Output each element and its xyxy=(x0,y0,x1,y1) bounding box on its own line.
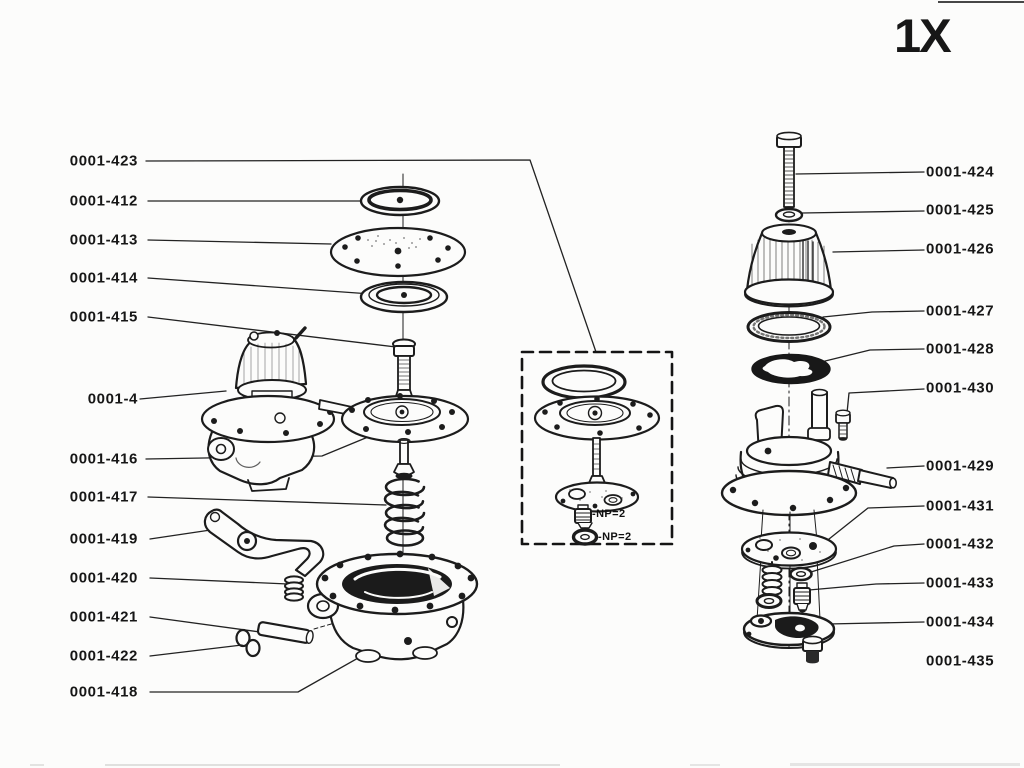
part-drawing-0001-429 xyxy=(720,388,897,517)
part-label-0001-413: 0001-413 xyxy=(69,231,138,249)
scan-smudge xyxy=(790,763,1020,766)
part-label-0001-428: 0001-428 xyxy=(926,340,995,358)
part-drawing-0001-432 xyxy=(789,566,813,582)
part-drawing-0001-424 xyxy=(776,131,802,210)
part-label-0001-429: 0001-429 xyxy=(926,457,995,475)
part-drawing-0001-417 xyxy=(383,477,426,547)
part-label-0001-433: 0001-433 xyxy=(926,574,995,592)
part-drawing-0001-426 xyxy=(743,223,835,308)
part-label-0001-425: 0001-425 xyxy=(926,201,995,219)
part-drawing-0001-414 xyxy=(359,280,449,314)
left-assembly xyxy=(200,173,479,663)
part-drawing-0001-418 xyxy=(306,550,479,663)
part-label-0001-420: 0001-420 xyxy=(69,569,138,587)
part-drawing-0001-420 xyxy=(284,575,304,602)
part-drawing-0001-428 xyxy=(751,353,831,385)
np-quantity-label-2: -NP=2 xyxy=(598,531,632,543)
scan-smudge xyxy=(30,764,44,766)
scan-smudge xyxy=(105,764,560,766)
np-quantity-label-1: -NP=2 xyxy=(592,508,626,520)
part-drawing-0001-431 xyxy=(740,531,838,570)
part-label-0001-424: 0001-424 xyxy=(926,163,995,181)
part-label-0001-423: 0001-423 xyxy=(69,152,138,170)
part-label-0001-427: 0001-427 xyxy=(926,302,995,320)
part-drawing-0001-413 xyxy=(329,226,467,278)
part-drawing-0001-427 xyxy=(746,311,832,343)
repair-kit-box xyxy=(520,350,674,546)
scale-label: 1X xyxy=(894,9,952,62)
part-label-0001-412: 0001-412 xyxy=(69,192,138,210)
part-label-0001-415: 0001-415 xyxy=(69,308,138,326)
part-label-0001-431: 0001-431 xyxy=(926,497,995,515)
right-assembly xyxy=(720,131,897,664)
part-label-0001-417: 0001-417 xyxy=(69,488,138,506)
part-label-0001-432: 0001-432 xyxy=(926,535,995,553)
part-label-0001-422: 0001-422 xyxy=(69,647,138,665)
part-label-0001-435: 0001-435 xyxy=(926,652,995,670)
part-label-0001-414: 0001-414 xyxy=(69,269,138,287)
part-label-0001-4: 0001-4 xyxy=(87,390,138,408)
part-label-0001-421: 0001-421 xyxy=(69,608,138,626)
part-drawing-0001-422 xyxy=(235,628,261,658)
scan-smudge xyxy=(690,764,720,766)
part-label-0001-416: 0001-416 xyxy=(69,450,138,468)
part-drawing-valve-spring xyxy=(755,561,783,609)
part-drawing-0001-434 xyxy=(742,611,836,649)
part-drawing-0001-412 xyxy=(359,185,441,217)
part-label-0001-419: 0001-419 xyxy=(69,530,138,548)
part-label-0001-426: 0001-426 xyxy=(926,240,995,258)
part-drawing-0001-425 xyxy=(774,207,804,223)
part-drawing-0001-4 xyxy=(200,326,356,492)
part-label-0001-430: 0001-430 xyxy=(926,379,995,397)
scan-edge-artifact xyxy=(938,1,1024,3)
part-drawing-0001-416 xyxy=(340,393,470,480)
part-drawing-0001-430 xyxy=(835,409,851,441)
part-drawing-0001-435 xyxy=(802,635,823,664)
part-drawing-0001-415 xyxy=(392,338,416,402)
part-drawing-0001-419 xyxy=(203,508,325,578)
part-label-0001-418: 0001-418 xyxy=(69,683,138,701)
part-label-0001-434: 0001-434 xyxy=(926,613,995,631)
part-drawing-0001-433 xyxy=(793,582,811,613)
